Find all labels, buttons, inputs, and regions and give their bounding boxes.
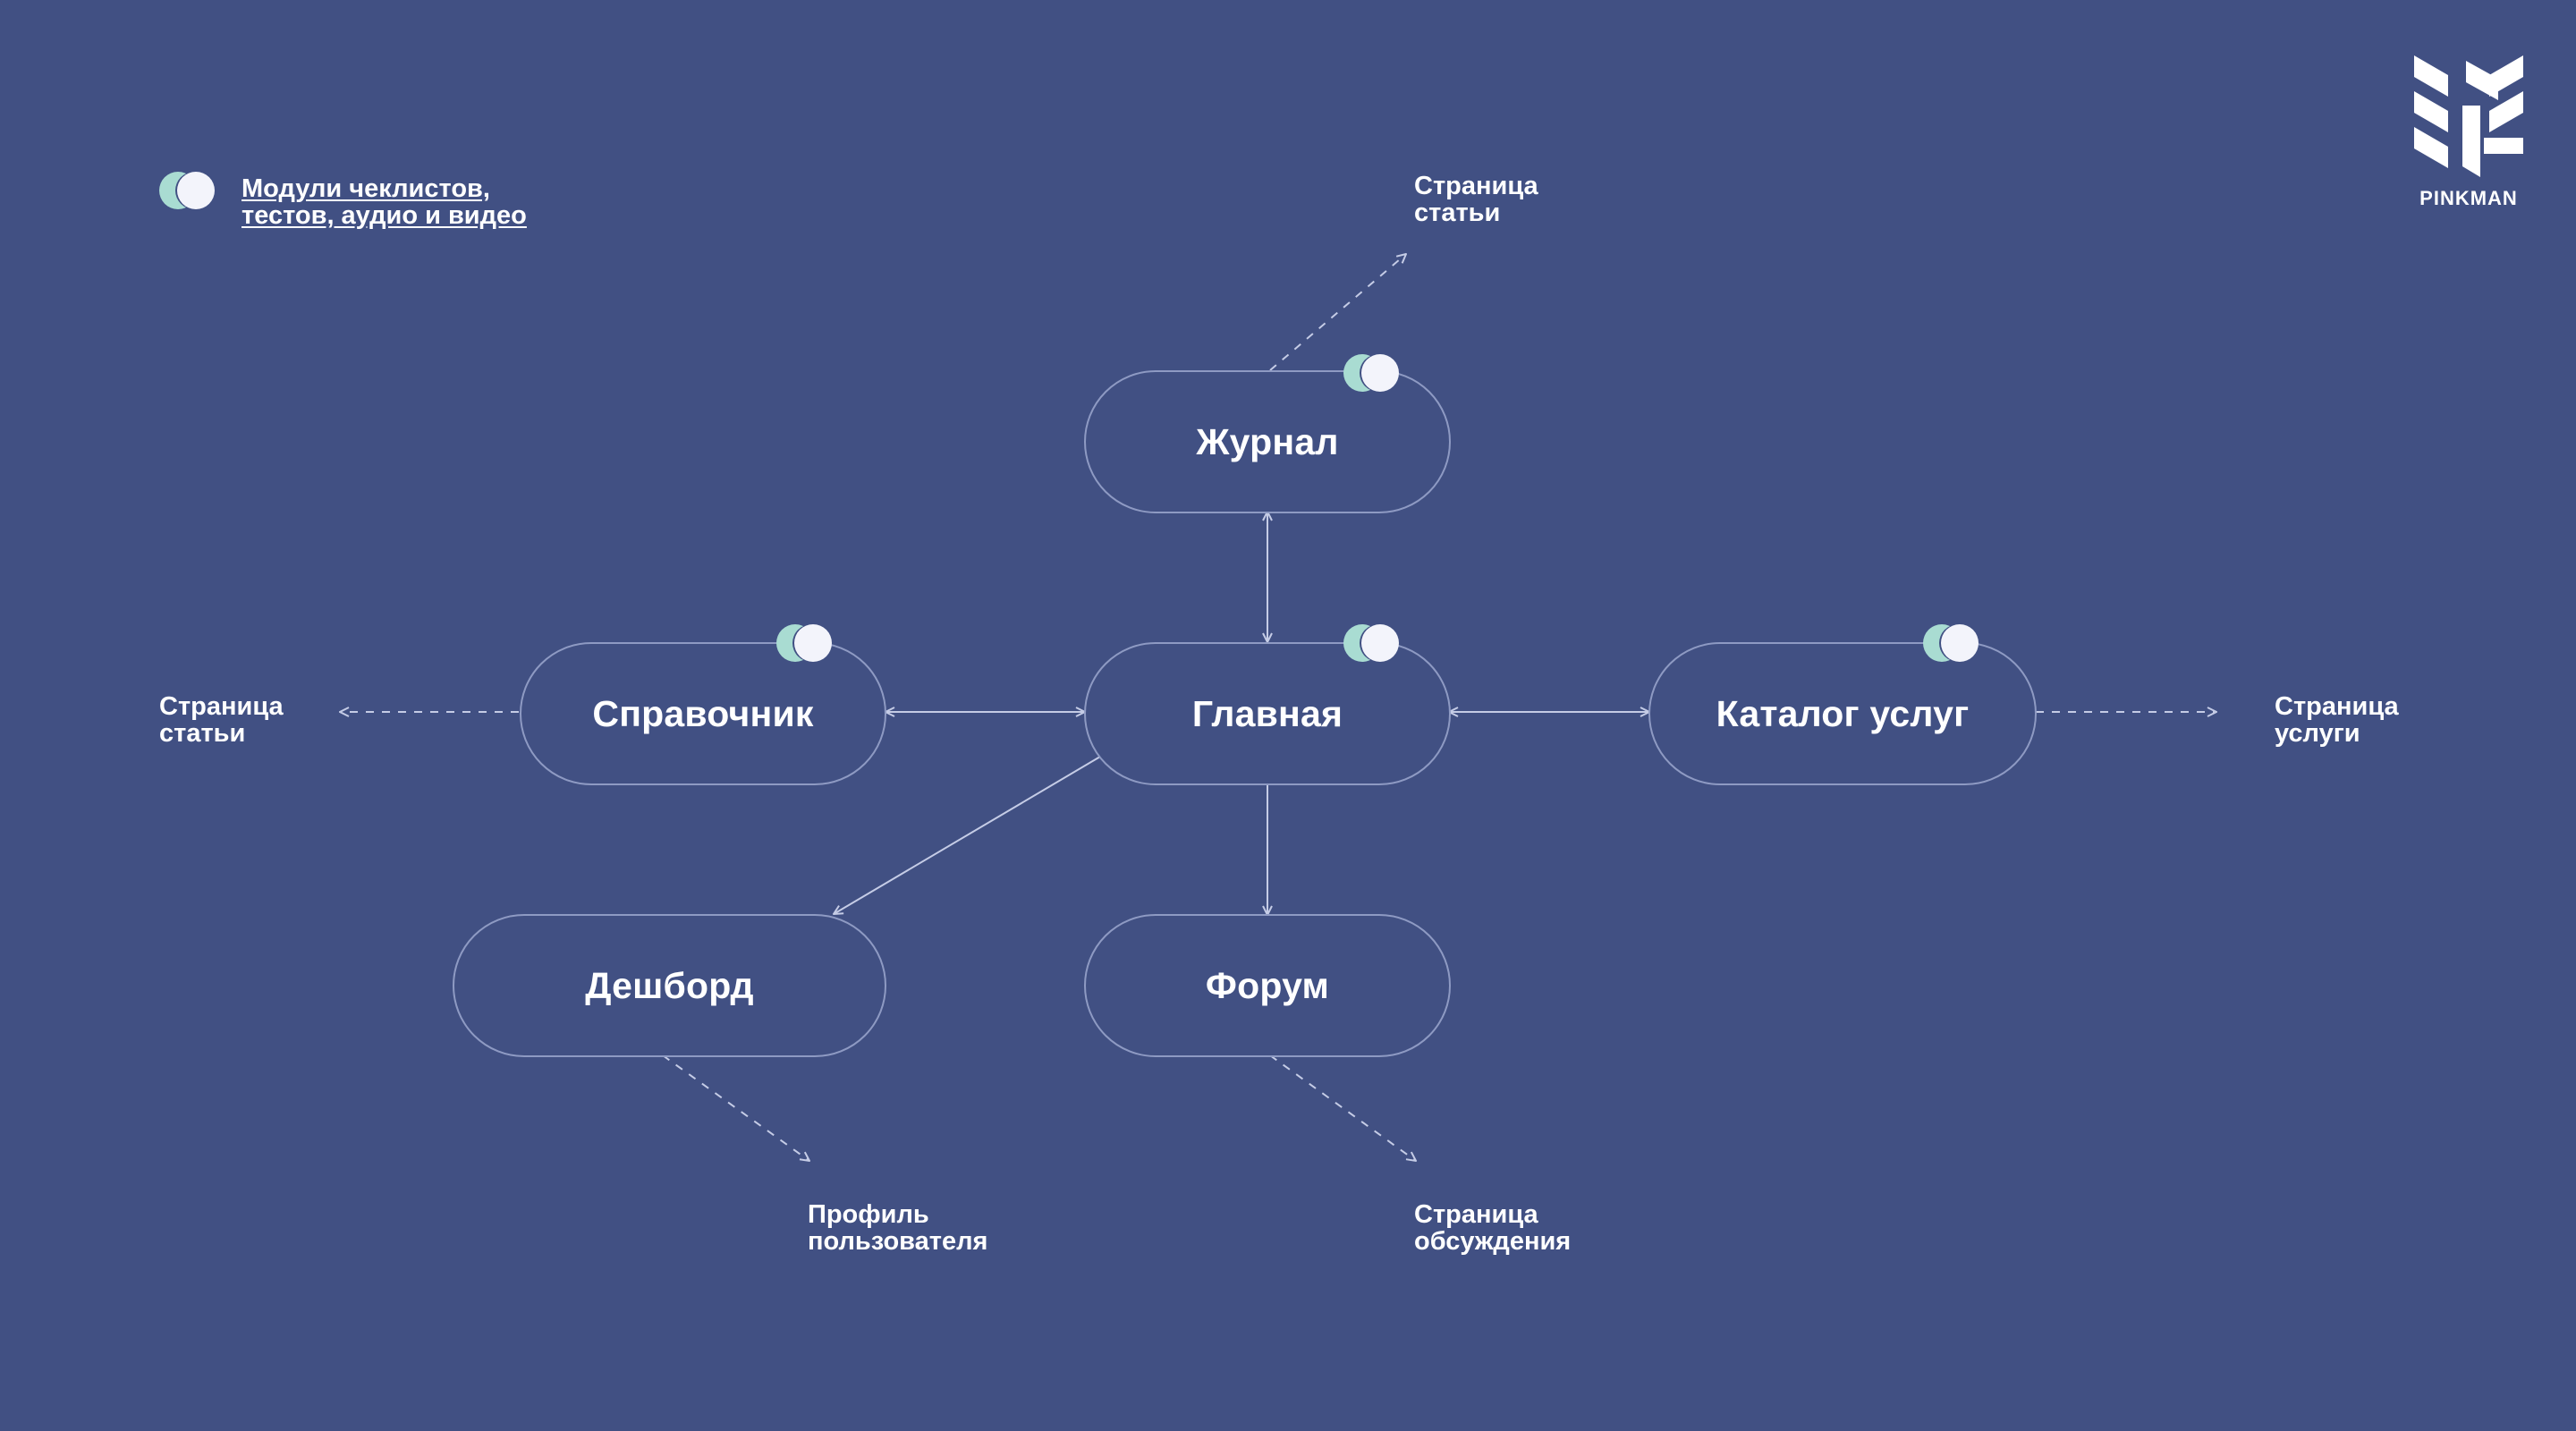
legend-link[interactable]: Модули чеклистов, тестов, аудио и видео [242, 175, 527, 229]
ext-article-left-line1: Страница [159, 692, 284, 721]
ext-article-top-line2: статьи [1414, 199, 1501, 227]
node-journal-label: Журнал [1196, 420, 1339, 462]
ext-profile: Профиль пользователя [808, 1201, 987, 1255]
legend-text-line2: тестов, аудио и видео [242, 201, 527, 230]
node-reference[interactable]: Справочник [520, 642, 886, 785]
link-journal-article [1269, 254, 1406, 371]
ext-discussion: Страница обсуждения [1414, 1201, 1571, 1255]
node-forum[interactable]: Форум [1084, 914, 1451, 1057]
node-dashboard-label: Дешборд [585, 964, 754, 1006]
ext-article-left: Страница статьи [159, 693, 284, 747]
module-indicator-main-icon [1343, 624, 1399, 662]
pinkman-logo: PINKMAN [2406, 52, 2531, 210]
node-reference-label: Справочник [592, 692, 814, 734]
link-forum-discussion [1269, 1054, 1416, 1161]
module-indicator-catalog-icon [1923, 624, 1979, 662]
node-main[interactable]: Главная [1084, 642, 1451, 785]
logo-wordmark: PINKMAN [2419, 187, 2518, 209]
ext-article-left-line2: статьи [159, 719, 246, 748]
node-catalog[interactable]: Каталог услуг [1648, 642, 2037, 785]
ext-service: Страница услуги [2275, 693, 2399, 747]
node-journal[interactable]: Журнал [1084, 370, 1451, 513]
node-dashboard[interactable]: Дешборд [453, 914, 886, 1057]
module-indicator-icon [159, 172, 215, 209]
module-indicator-journal-icon [1343, 354, 1399, 392]
ext-discussion-line2: обсуждения [1414, 1227, 1572, 1256]
module-indicator-reference-icon [776, 624, 832, 662]
ext-profile-line1: Профиль [808, 1200, 929, 1229]
ext-service-line1: Страница [2275, 692, 2399, 721]
node-forum-label: Форум [1205, 964, 1330, 1006]
legend-text-line1: Модули чеклистов, [242, 174, 490, 203]
link-main-dashboard [834, 756, 1101, 914]
node-main-label: Главная [1191, 692, 1343, 734]
legend: Модули чеклистов, тестов, аудио и видео [159, 172, 527, 229]
ext-profile-line2: пользователя [808, 1227, 988, 1256]
ext-discussion-line1: Страница [1414, 1200, 1538, 1229]
ext-article-top: Страница статьи [1414, 173, 1538, 226]
node-catalog-label: Каталог услуг [1716, 692, 1970, 734]
ext-service-line2: услуги [2275, 719, 2360, 748]
pinkman-logo-icon [2414, 55, 2523, 177]
ext-article-top-line1: Страница [1414, 172, 1538, 200]
link-dashboard-profile [662, 1054, 809, 1161]
